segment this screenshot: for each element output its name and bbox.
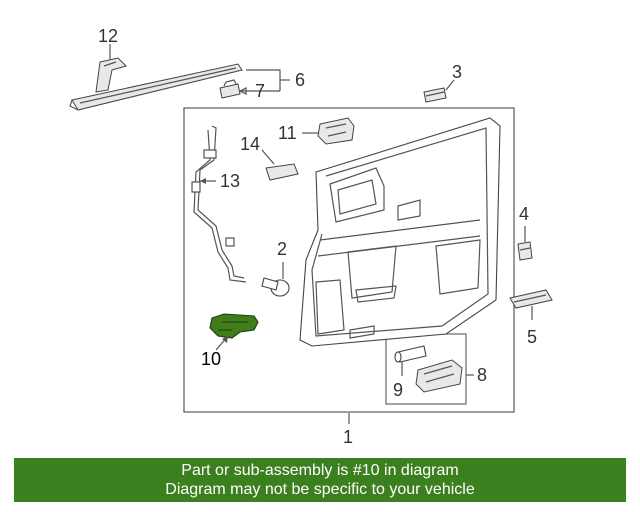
part-11-switch[interactable]	[317, 117, 355, 145]
banner-line-2: Diagram may not be specific to your vehi…	[165, 481, 475, 498]
callout-9: 9	[393, 380, 403, 400]
leader-14	[261, 149, 275, 165]
callout-12: 12	[98, 26, 118, 46]
part-1-door-trim-panel[interactable]	[299, 117, 501, 347]
part-2-clip[interactable]	[261, 277, 290, 297]
callout-2: 2	[277, 239, 287, 259]
part-6-belt-moulding[interactable]	[69, 63, 243, 111]
callout-11: 11	[278, 123, 297, 143]
bracket-6	[246, 69, 281, 91]
part-14-pad[interactable]	[265, 163, 299, 181]
callout-6: 6	[295, 70, 305, 90]
part-12-corner-cover[interactable]	[95, 57, 127, 93]
parts-diagram: 12 7 6 3 11 14 13	[69, 26, 553, 447]
part-10-inner-handle[interactable]	[209, 313, 259, 339]
part-4-bracket[interactable]	[517, 241, 533, 261]
callout-4: 4	[519, 204, 529, 224]
part-8-bezel[interactable]	[415, 359, 463, 393]
callout-10: 10	[201, 349, 221, 369]
part-3-cap[interactable]	[423, 87, 447, 103]
banner-line-1: Part or sub-assembly is #10 in diagram	[181, 462, 459, 479]
info-banner: Part or sub-assembly is #10 in diagram D…	[14, 458, 626, 502]
part-7-clip[interactable]	[219, 79, 241, 99]
callout-3: 3	[452, 62, 462, 82]
assembly-frame	[183, 107, 515, 413]
leader-3	[445, 79, 455, 91]
callout-8: 8	[477, 365, 487, 385]
callout-14: 14	[240, 134, 260, 154]
callout-5: 5	[527, 327, 537, 347]
callout-7: 7	[255, 81, 265, 101]
part-9-cap[interactable]	[394, 345, 427, 363]
callout-13: 13	[220, 171, 240, 191]
part-5-handle[interactable]	[509, 289, 553, 309]
part-13-wire-harness[interactable]	[191, 125, 247, 283]
callout-1: 1	[343, 427, 353, 447]
